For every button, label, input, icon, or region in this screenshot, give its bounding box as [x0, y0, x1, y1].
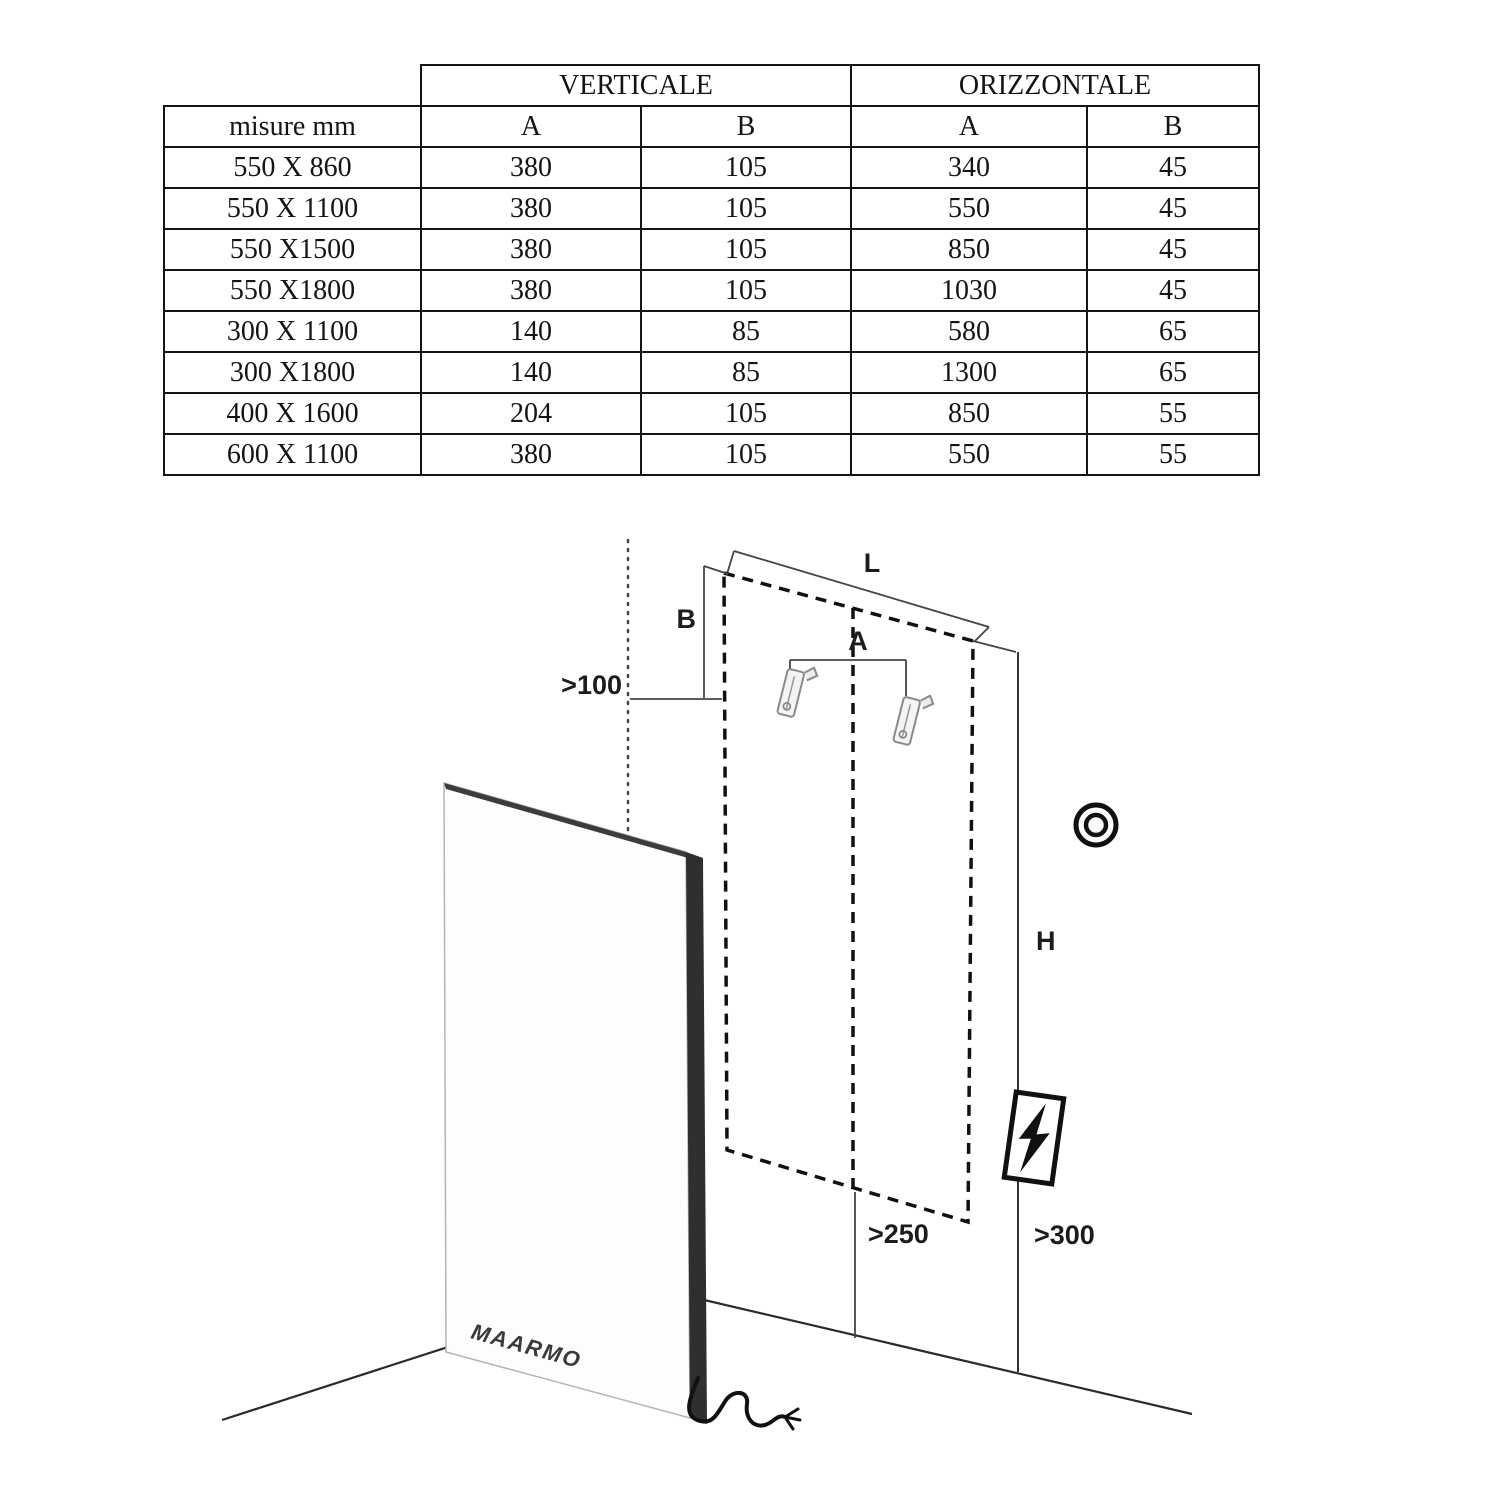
value-cell: 45 [1086, 228, 1260, 271]
value-cell: 140 [420, 310, 642, 353]
col-header-vert-a: A [420, 105, 642, 148]
value-cell: 105 [640, 433, 852, 476]
value-cell: 105 [640, 269, 852, 312]
label-min-socket-height: >300 [1034, 1220, 1095, 1250]
value-cell: 105 [640, 146, 852, 189]
dimension-L: L [726, 548, 990, 643]
mounting-bracket-icon [892, 694, 935, 746]
value-cell: 85 [640, 310, 852, 353]
label-bracket-a: A [848, 626, 868, 656]
value-cell: 1300 [850, 351, 1088, 394]
size-cell: 550 X 860 [163, 146, 422, 189]
dimension-H: H [972, 640, 1056, 1372]
value-cell: 105 [640, 228, 852, 271]
size-cell: 300 X 1100 [163, 310, 422, 353]
table-row: 400 X 1600 204 105 850 55 [163, 392, 1260, 435]
floor-line-right [639, 1283, 1193, 1416]
value-cell: 55 [1086, 433, 1260, 476]
value-cell: 550 [850, 433, 1088, 476]
table-row: 300 X1800 140 85 1300 65 [163, 351, 1260, 394]
dimension-B: B [677, 565, 729, 698]
value-cell: 380 [420, 269, 642, 312]
column-header-row: misure mm A B A B [163, 105, 1260, 148]
group-header-orizzontale: ORIZZONTALE [850, 64, 1260, 107]
value-cell: 1030 [850, 269, 1088, 312]
label-length: L [864, 548, 881, 578]
value-cell: 380 [420, 433, 642, 476]
col-header-vert-b: B [640, 105, 852, 148]
size-cell: 550 X 1100 [163, 187, 422, 230]
value-cell: 65 [1086, 351, 1260, 394]
size-cell: 600 X 1100 [163, 433, 422, 476]
dimension-min-side: >100 [561, 670, 722, 700]
value-cell: 340 [850, 146, 1088, 189]
value-cell: 85 [640, 351, 852, 394]
table-row: 600 X 1100 380 105 550 55 [163, 433, 1260, 476]
panel-side-edge [686, 852, 707, 1424]
label-min-side-clearance: >100 [561, 670, 622, 700]
value-cell: 380 [420, 187, 642, 230]
value-cell: 65 [1086, 310, 1260, 353]
table-row: 550 X 1100 380 105 550 45 [163, 187, 1260, 230]
dial-icon [1073, 802, 1119, 848]
blank-cell [164, 65, 421, 106]
value-cell: 850 [850, 392, 1088, 435]
dimension-min-bottom: >250 [854, 1192, 929, 1338]
power-socket-icon [1001, 1089, 1067, 1187]
value-cell: 550 [850, 187, 1088, 230]
value-cell: 45 [1086, 146, 1260, 189]
power-cable [687, 1376, 802, 1431]
mounting-bracket-icon [776, 666, 819, 718]
size-cell: 550 X1500 [163, 228, 422, 271]
col-header-oriz-a: A [850, 105, 1088, 148]
table-row: 300 X 1100 140 85 580 65 [163, 310, 1260, 353]
lightning-bolt-icon [1018, 1103, 1050, 1173]
size-cell: 300 X1800 [163, 351, 422, 394]
label-bracket-b: B [677, 604, 697, 634]
value-cell: 105 [640, 187, 852, 230]
installation-diagram: L B >100 A [221, 538, 1193, 1431]
size-cell: 550 X1800 [163, 269, 422, 312]
value-cell: 380 [420, 228, 642, 271]
value-cell: 380 [420, 146, 642, 189]
value-cell: 105 [640, 392, 852, 435]
value-cell: 140 [420, 351, 642, 394]
panel-mounting-outline [722, 570, 975, 1225]
col-header-size: misure mm [163, 105, 422, 148]
heating-panel: MAARMO [443, 782, 707, 1424]
group-header-row: VERTICALE ORIZZONTALE [164, 64, 1260, 107]
label-min-bottom-clearance: >250 [868, 1219, 929, 1249]
value-cell: 204 [420, 392, 642, 435]
label-height: H [1036, 926, 1056, 956]
dimension-A: A [789, 626, 907, 696]
dimensions-table: VERTICALE ORIZZONTALE misure mm A B A B … [163, 64, 1260, 476]
value-cell: 45 [1086, 269, 1260, 312]
value-cell: 45 [1086, 187, 1260, 230]
size-cell: 400 X 1600 [163, 392, 422, 435]
value-cell: 850 [850, 228, 1088, 271]
value-cell: 580 [850, 310, 1088, 353]
col-header-oriz-b: B [1086, 105, 1260, 148]
panel-top-edge [444, 783, 688, 858]
group-header-verticale: VERTICALE [420, 64, 852, 107]
table-row: 550 X1800 380 105 1030 45 [163, 269, 1260, 312]
value-cell: 55 [1086, 392, 1260, 435]
table-row: 550 X 860 380 105 340 45 [163, 146, 1260, 189]
table-row: 550 X1500 380 105 850 45 [163, 228, 1260, 271]
